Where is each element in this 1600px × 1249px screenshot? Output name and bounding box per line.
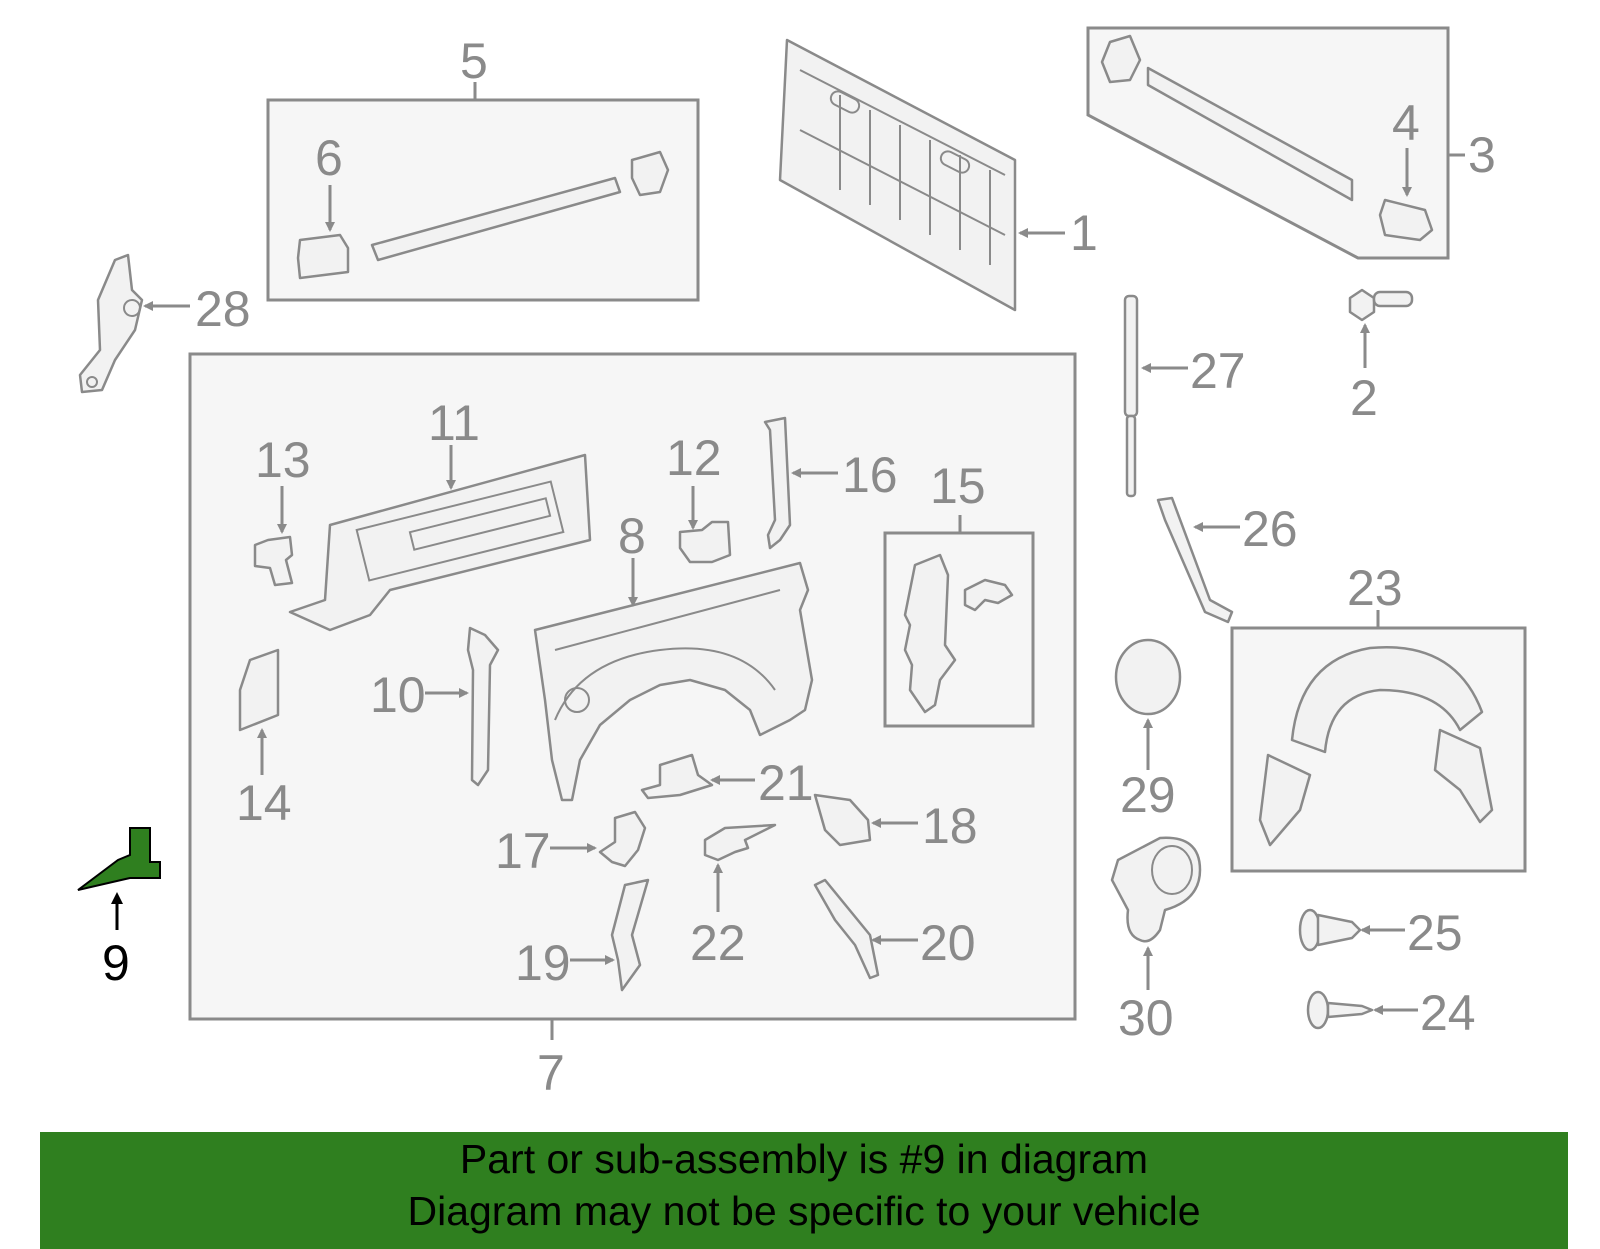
bracket-part-22[interactable] (703, 823, 777, 862)
callout-27: 27 (1190, 343, 1246, 399)
strip-part-26[interactable] (1156, 496, 1234, 624)
fender-part-8[interactable] (533, 561, 814, 802)
callout-11: 11 (428, 395, 480, 451)
callout-4: 4 (1392, 95, 1420, 151)
callout-15: 15 (930, 458, 986, 514)
plate-part-14[interactable] (238, 648, 280, 732)
callout-13: 13 (255, 432, 311, 488)
screw-part-24[interactable] (1306, 990, 1374, 1030)
bracket-part-9[interactable] (77, 827, 161, 891)
inner-panel-part-11[interactable] (288, 453, 592, 632)
stake-pocket-part-15[interactable] (903, 553, 1014, 714)
callout-18: 18 (922, 798, 978, 854)
callout-14: 14 (236, 775, 292, 831)
banner-line-1: Part or sub-assembly is #9 in diagram (459, 1136, 1149, 1182)
callout-8: 8 (618, 508, 646, 564)
bracket-part-12[interactable] (678, 520, 732, 564)
bracket-part-21[interactable] (640, 753, 714, 800)
wheelhouse-part-23[interactable] (1258, 645, 1494, 847)
callout-16: 16 (842, 447, 898, 503)
clip-part-25[interactable] (1298, 908, 1362, 952)
callout-19: 19 (515, 935, 571, 991)
callout-17: 17 (495, 823, 551, 879)
callout-26: 26 (1242, 501, 1298, 557)
info-banner: Part or sub-assembly is #9 in diagram Di… (40, 1132, 1568, 1249)
callout-21: 21 (758, 755, 814, 811)
callout-12: 12 (666, 430, 722, 486)
callout-29: 29 (1120, 767, 1176, 823)
end-cap-part-4[interactable] (1378, 198, 1434, 242)
callout-22: 22 (690, 915, 746, 971)
callout-23: 23 (1347, 560, 1403, 616)
plug-part-29[interactable] (1114, 638, 1182, 716)
callout-5: 5 (460, 33, 488, 89)
callout-10: 10 (370, 667, 426, 723)
bracket-part-13[interactable] (253, 535, 294, 587)
callout-3: 3 (1468, 127, 1496, 183)
fuel-door-housing-part-30[interactable] (1110, 836, 1202, 943)
strip-part-20[interactable] (813, 878, 880, 980)
callout-28: 28 (195, 281, 251, 337)
banner-line-2: Diagram may not be specific to your vehi… (407, 1188, 1201, 1234)
rail-cap-part-5[interactable] (370, 150, 670, 262)
rail-part-3[interactable] (1100, 34, 1354, 202)
bolt-part-2[interactable] (1348, 288, 1414, 322)
callout-9: 9 (102, 935, 130, 991)
callout-20: 20 (920, 915, 976, 971)
pillar-part-10[interactable] (466, 626, 500, 787)
strip-part-16[interactable] (763, 416, 792, 550)
callout-24: 24 (1420, 985, 1476, 1041)
callout-2: 2 (1350, 370, 1378, 426)
end-cap-part-6[interactable] (296, 233, 350, 280)
callout-7: 7 (537, 1045, 565, 1101)
bracket-part-17[interactable] (598, 810, 647, 868)
callout-6: 6 (315, 130, 343, 186)
callout-25: 25 (1407, 905, 1463, 961)
strip-part-19[interactable] (610, 878, 650, 992)
callout-1: 1 (1070, 205, 1098, 261)
tailgate-part-1[interactable] (778, 38, 1017, 312)
bracket-part-18[interactable] (813, 793, 872, 847)
group-box-15 (883, 531, 1035, 728)
callout-30: 30 (1118, 990, 1174, 1046)
hinge-part-28[interactable] (78, 253, 144, 394)
support-rod-part-27[interactable] (1123, 294, 1139, 498)
